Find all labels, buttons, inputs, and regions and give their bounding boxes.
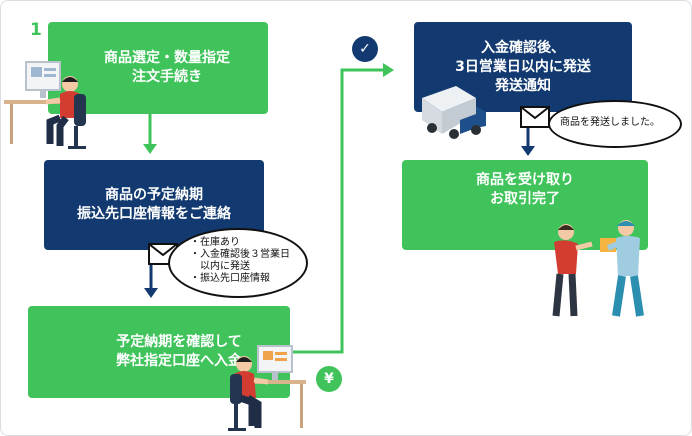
step-3-label: 商品を受け取り お取引完了 [476,172,574,207]
shipped-bubble: 商品を発送しました。 [548,100,682,148]
arrow-head-step1 [143,144,157,154]
step-number-1: 1 [30,20,42,40]
notice-1-box: 商品の予定納期 振込先口座情報をご連絡 [44,160,264,250]
person-at-computer-icon [4,61,86,149]
yen-badge-icon: ¥ [316,366,342,392]
info-bubble: ・在庫あり ・入金確認後３営業日 以内に発送 ・振込先口座情報 [168,228,308,298]
notice-1-label: 商品の予定納期 振込先口座情報をご連絡 [77,187,231,222]
delivery-truck-icon [422,86,486,139]
shipped-bubble-text: 商品を発送しました。 [560,117,660,128]
step-1-label: 商品選定・数量指定 注文手続き [104,50,230,85]
package-handoff-icon [552,220,644,317]
check-badge-icon: ✓ [352,36,378,62]
arrow-step2-to-notice2 [290,68,385,354]
step-2-label: 予定納期を確認して 弊社指定口座へ入金 [116,334,242,369]
step-3-box: 商品を受け取り お取引完了 [402,160,648,250]
person-paying-icon [228,345,306,431]
check-badge-label: ✓ [359,41,371,57]
yen-badge-label: ¥ [324,371,334,387]
info-bubble-text: ・在庫あり ・入金確認後３営業日 以内に発送 ・振込先口座情報 [190,237,290,284]
notice-2-label: 入金確認後、 3日営業日以内に発送 発送通知 [455,39,591,94]
arrow-head-notice1 [144,288,158,298]
envelope-icon-2 [520,106,550,128]
arrow-head-notice2 [521,146,535,156]
arrow-head-step2 [383,63,394,77]
